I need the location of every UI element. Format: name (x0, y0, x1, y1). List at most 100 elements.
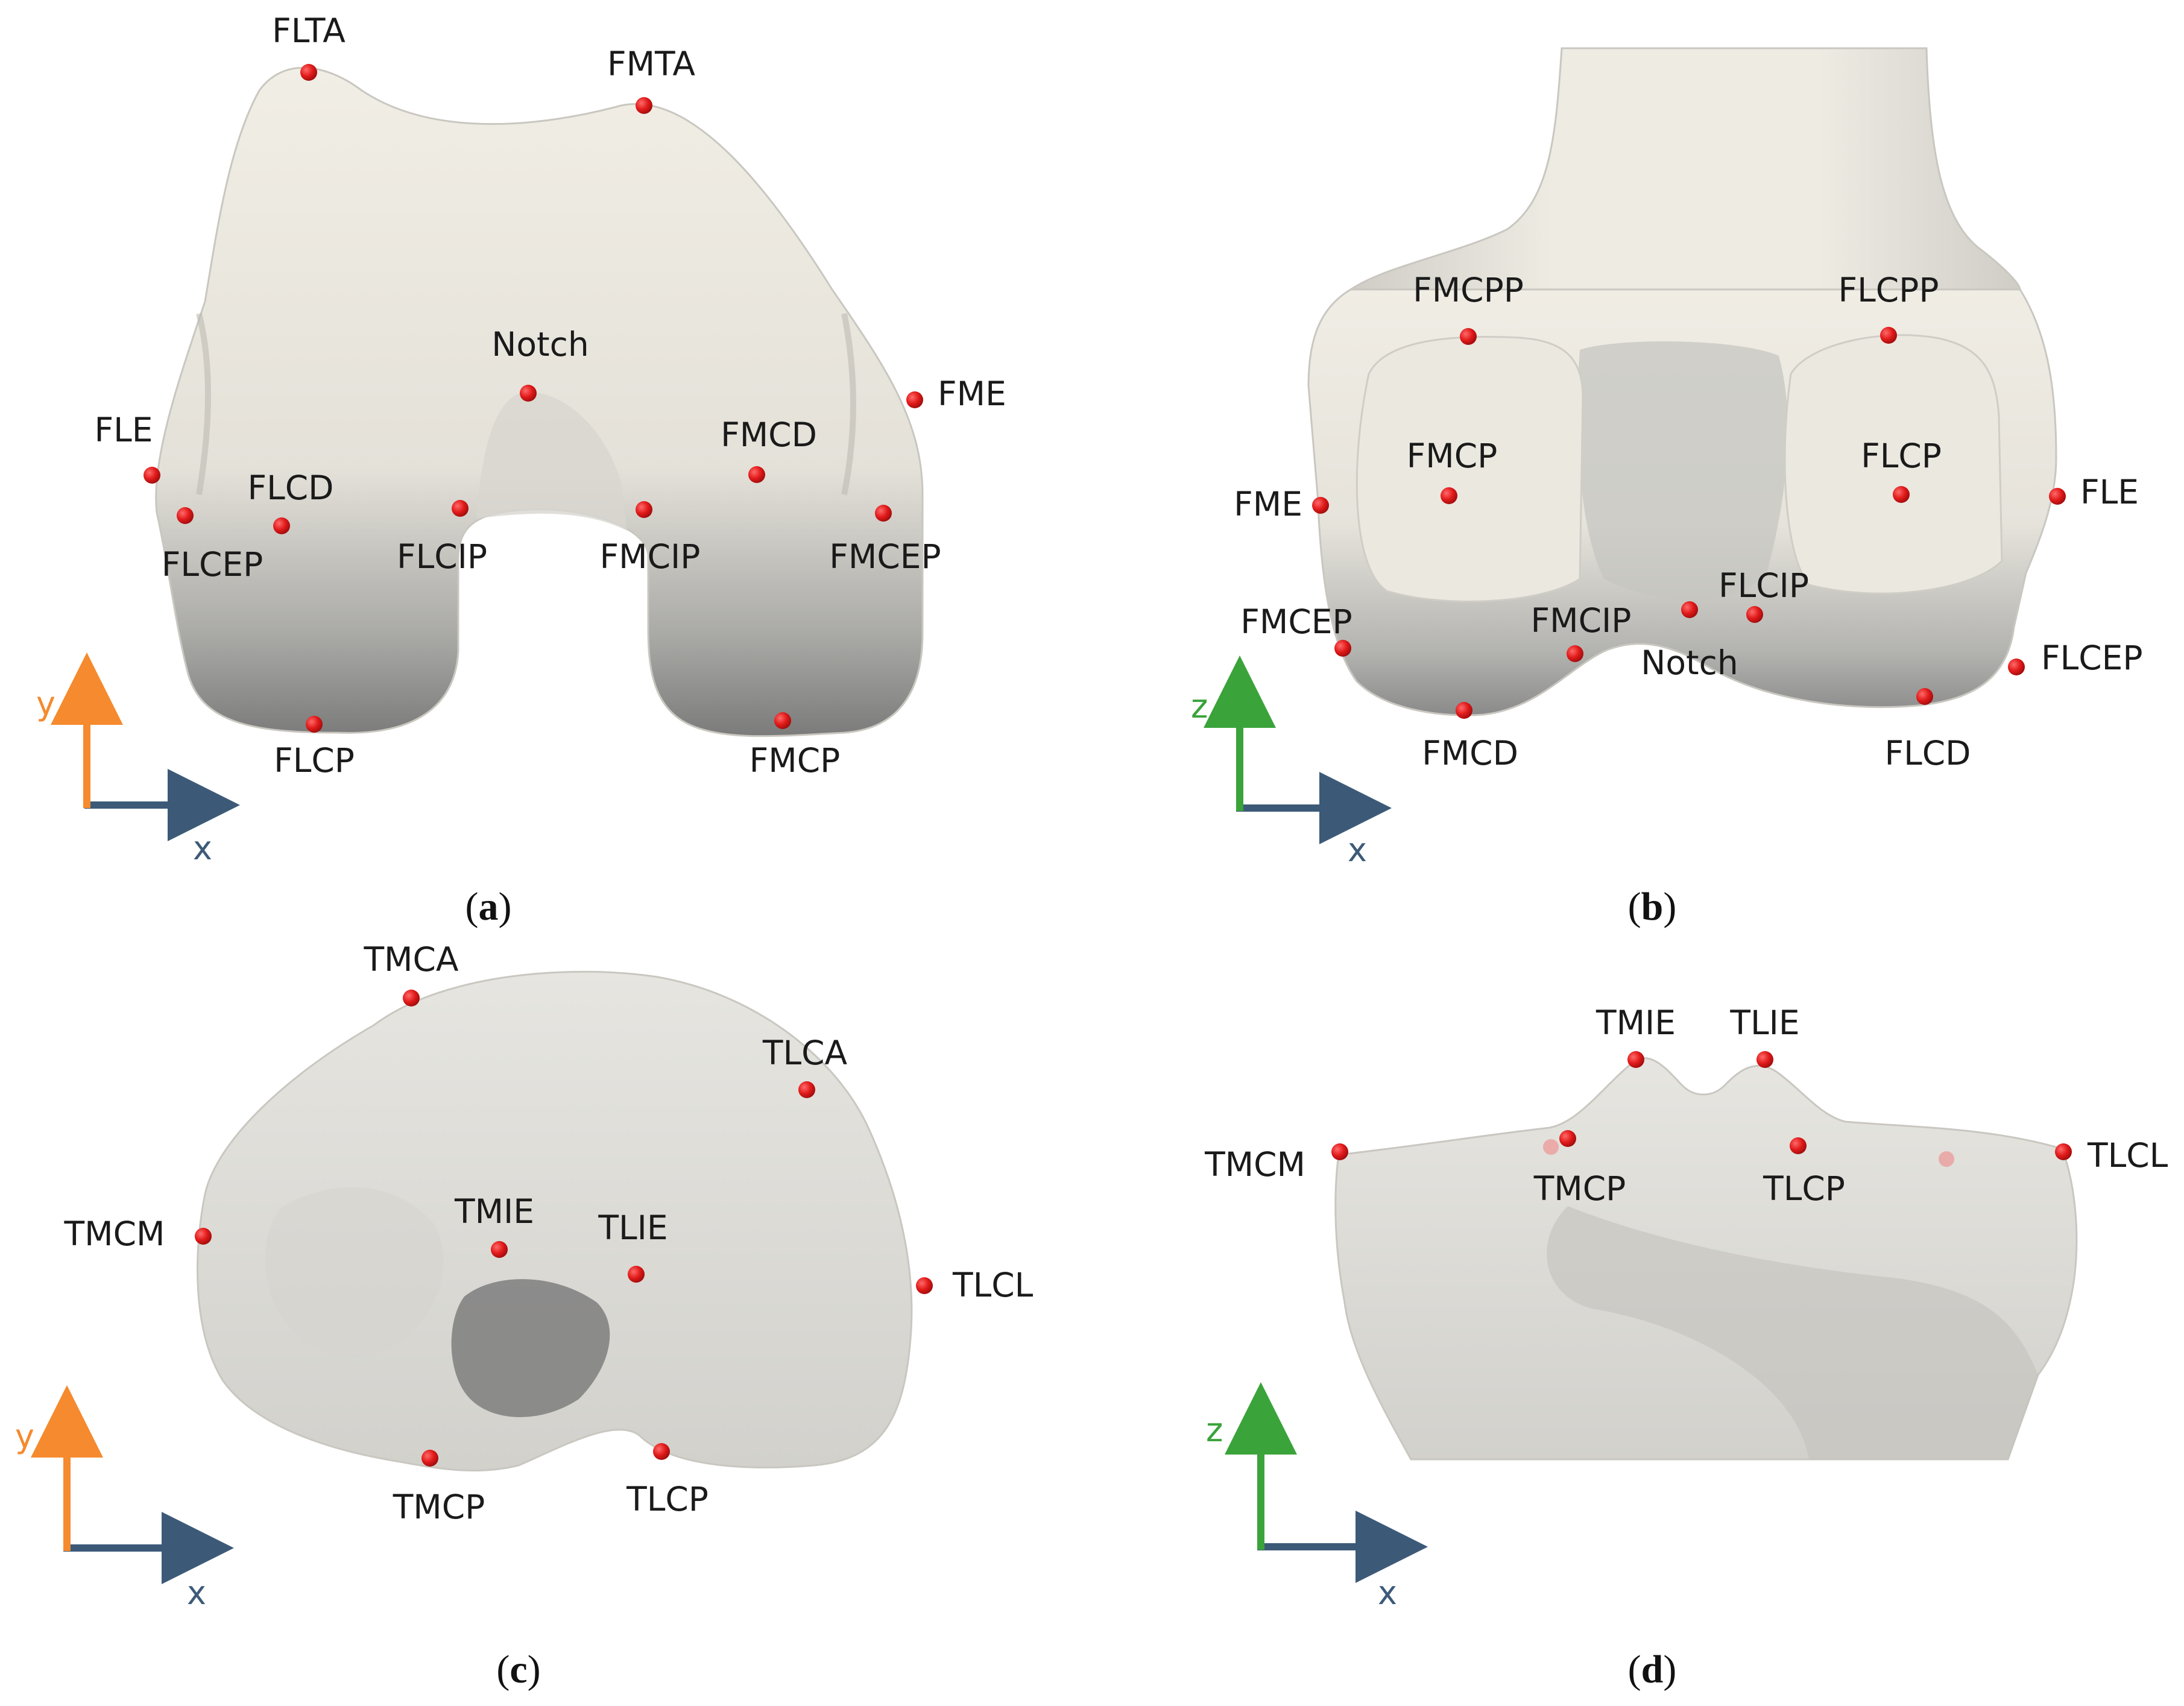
landmark-label-b-flcp: FLCP (1861, 437, 1942, 475)
caption-a: (a) (466, 885, 512, 929)
landmark-label-a-flcd: FLCD (247, 469, 333, 507)
landmark-dot-a-fle (144, 467, 160, 484)
landmark-dot-c-tmcp (421, 1450, 438, 1467)
panel-b (1307, 47, 2057, 716)
femur-notch-shadow (476, 392, 627, 531)
landmark-dot-d-tmcp (1559, 1130, 1576, 1147)
landmark-label-a-notch: Notch (491, 325, 589, 364)
landmark-dot-a-fmcp (774, 712, 791, 729)
landmark-dot-b-fmcep (1334, 640, 1351, 657)
landmark-dot-b-notch (1681, 601, 1698, 618)
landmark-label-a-fmcip: FMCIP (600, 537, 701, 576)
tibia-medial-plateau-shade (265, 1187, 444, 1357)
landmark-label-b-fme: FME (1234, 485, 1302, 523)
landmark-dot-b-fmcd (1456, 702, 1472, 719)
landmark-label-c-tlcl: TLCL (952, 1266, 1034, 1304)
femur-condyle-groove-2 (841, 313, 856, 495)
landmark-label-a-fle: FLE (94, 411, 153, 449)
landmark-dot-a-fmcep (875, 505, 892, 522)
landmark-dot-d-tlcl (2055, 1143, 2072, 1160)
landmark-dot-b-fmcip (1567, 645, 1583, 662)
landmark-dot-b-fmcp (1441, 487, 1457, 504)
landmark-label-b-fmcd: FMCD (1422, 734, 1518, 772)
landmark-label-a-flcp: FLCP (274, 741, 355, 780)
landmark-label-d-tlcl: TLCL (2087, 1136, 2168, 1175)
landmark-dot-a-fmcd (748, 466, 765, 483)
axis-a-horizontal-label: x (193, 829, 212, 867)
landmark-label-a-fmcep: FMCEP (829, 537, 941, 576)
landmark-dot-d-tlie (1756, 1051, 1773, 1068)
axis-a-vertical-label: y (36, 684, 55, 722)
tibia-intercondylar-shadow (451, 1279, 610, 1417)
landmark-label-a-flcip: FLCIP (397, 537, 487, 576)
landmark-label-b-fle: FLE (2080, 473, 2139, 511)
landmark-label-c-tlcp: TLCP (626, 1480, 709, 1518)
femur-coronal-shaft (1348, 47, 2021, 291)
panel-a (155, 66, 924, 738)
landmark-dot-a-flcd (273, 517, 290, 534)
axes-c: x y (15, 1385, 234, 1612)
landmark-label-b-fmcp: FMCP (1407, 437, 1498, 475)
landmark-label-c-tmca: TMCA (363, 940, 458, 979)
landmark-label-d-tmcp: TMCP (1533, 1169, 1626, 1208)
landmark-dot-c-tlie (628, 1266, 645, 1283)
axis-b-horizontal-label: x (1348, 831, 1367, 869)
axis-c-vertical-label: y (15, 1417, 34, 1455)
caption-b: (b) (1628, 885, 1677, 929)
landmark-dot-b-fme (1312, 497, 1329, 514)
landmark-label-c-tmcm: TMCM (64, 1215, 165, 1253)
femur-intercondylar-fossa (1577, 341, 1788, 601)
landmark-label-b-fmcpp: FMCPP (1413, 271, 1524, 309)
landmark-dot-c-tmcm (195, 1228, 212, 1245)
landmark-label-b-flcd: FLCD (1884, 734, 1971, 772)
landmark-dot-c-tlca (798, 1081, 815, 1098)
landmark-dot-b-fle (2049, 488, 2066, 505)
panel-d (1334, 1057, 2078, 1461)
landmark-label-d-tlcp: TLCP (1763, 1169, 1845, 1208)
panel-c (197, 970, 913, 1472)
landmark-label-a-flta: FLTA (272, 11, 346, 50)
landmark-label-a-fmcd: FMCD (721, 415, 817, 454)
axes-d: x z (1206, 1382, 1428, 1612)
landmark-dot-c-tmie (491, 1241, 508, 1258)
landmark-dot-c-tlcp (653, 1443, 670, 1460)
landmark-label-b-fmcep: FMCEP (1240, 602, 1352, 641)
landmark-label-c-tmcp: TMCP (393, 1488, 485, 1526)
caption-d: (d) (1628, 1648, 1677, 1692)
landmark-label-c-tlie: TLIE (598, 1208, 668, 1247)
landmark-label-d-tlie: TLIE (1729, 1003, 1799, 1042)
axes-a: x y (36, 652, 240, 867)
landmark-label-a-fme: FME (938, 374, 1006, 413)
landmark-dot-a-fmta (636, 97, 652, 114)
landmark-dot-c-tmca (403, 990, 420, 1006)
landmark-dot-a-flcep (177, 507, 194, 524)
axis-c-horizontal-label: x (187, 1574, 206, 1612)
landmark-dot-d-tmcm (1331, 1143, 1348, 1160)
landmark-label-a-fmcp: FMCP (750, 741, 841, 780)
landmark-label-c-tmie: TMIE (454, 1192, 534, 1231)
caption-c: (c) (496, 1648, 540, 1692)
landmark-label-b-notch: Notch (1641, 643, 1738, 682)
landmark-dot-a-flta (300, 64, 317, 81)
landmark-label-a-fmta: FMTA (607, 45, 695, 83)
landmark-dot-b-flcpp (1880, 327, 1897, 344)
tibia-coronal-shadow (1547, 1206, 2038, 1459)
landmark-dot-a-notch (520, 385, 537, 402)
landmark-dot-d-hidden-1 (1543, 1139, 1559, 1155)
axis-b-vertical-label: z (1191, 687, 1208, 725)
landmark-dot-b-flcd (1916, 688, 1933, 705)
landmark-dot-c-tlcl (916, 1277, 933, 1294)
axis-d-horizontal-label: x (1378, 1574, 1397, 1612)
axes-b: x z (1191, 656, 1392, 869)
landmark-label-b-flcpp: FLCPP (1838, 271, 1939, 309)
landmark-label-b-fmcip: FMCIP (1531, 601, 1632, 640)
landmark-label-c-tlca: TLCA (762, 1034, 848, 1072)
landmark-dot-a-fmcip (636, 501, 652, 518)
landmark-dot-d-tmie (1627, 1051, 1644, 1068)
landmark-dot-b-flcip (1746, 606, 1763, 623)
landmark-dot-a-fme (906, 391, 923, 408)
landmark-dot-b-flcep (2008, 659, 2025, 675)
landmark-label-d-tmcm: TMCM (1204, 1145, 1305, 1184)
